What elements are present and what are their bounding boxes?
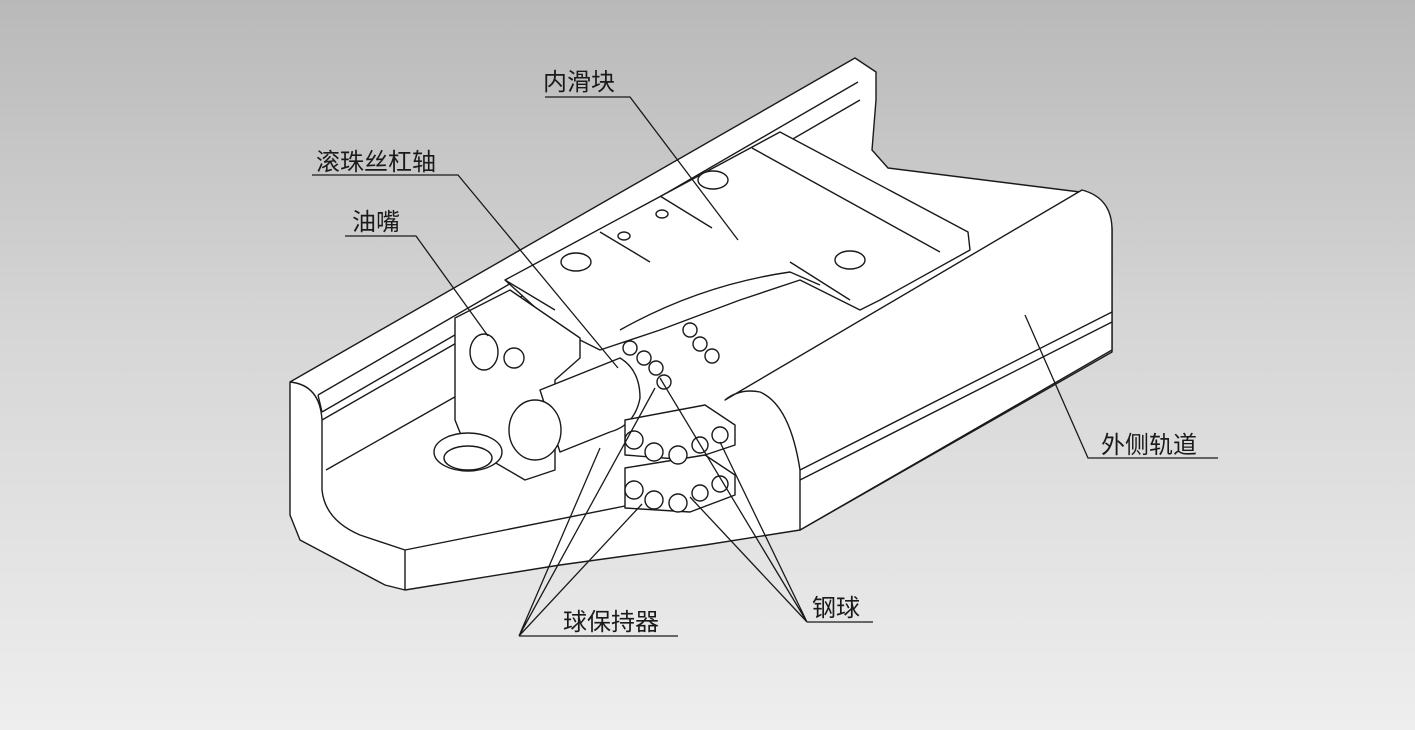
slider-hole-4 [617, 231, 631, 241]
leader-inner-slider [545, 96, 739, 241]
slider-hole-5 [655, 209, 669, 219]
slider-hole-2 [697, 170, 729, 190]
label-outer-rail: 外侧轨道 [1101, 431, 1197, 459]
slider-hole-3 [834, 250, 866, 270]
base-front-lip [289, 381, 631, 590]
leader-lines [312, 96, 1218, 637]
inner-slider-block [504, 131, 971, 351]
outer-rail-line [799, 311, 1113, 481]
leader-oil-nozzle [345, 235, 489, 337]
base-mount-hole-inner [443, 445, 493, 471]
leader-outer-rail [1024, 314, 1218, 459]
leader-ball-screw [312, 174, 619, 369]
leader-ball-retainer [518, 387, 678, 637]
label-ball-screw-shaft: 滚珠丝杠轴 [316, 148, 436, 176]
slider-ball-track [619, 271, 821, 331]
inner-slider-ridges [504, 147, 941, 311]
ball-screw-end [508, 399, 562, 461]
slider-hole-1 [560, 252, 592, 272]
oil-nozzle-tip [503, 347, 525, 369]
oil-nozzle-body [469, 333, 499, 371]
outer-rail-wall [724, 189, 1113, 531]
leader-steel-ball [659, 377, 873, 623]
label-steel-ball: 钢球 [812, 594, 860, 622]
label-oil-nozzle: 油嘴 [352, 208, 400, 236]
label-inner-slider: 内滑块 [543, 68, 615, 96]
ball-screw-shaft [539, 357, 641, 453]
label-ball-retainer: 球保持器 [563, 608, 659, 636]
